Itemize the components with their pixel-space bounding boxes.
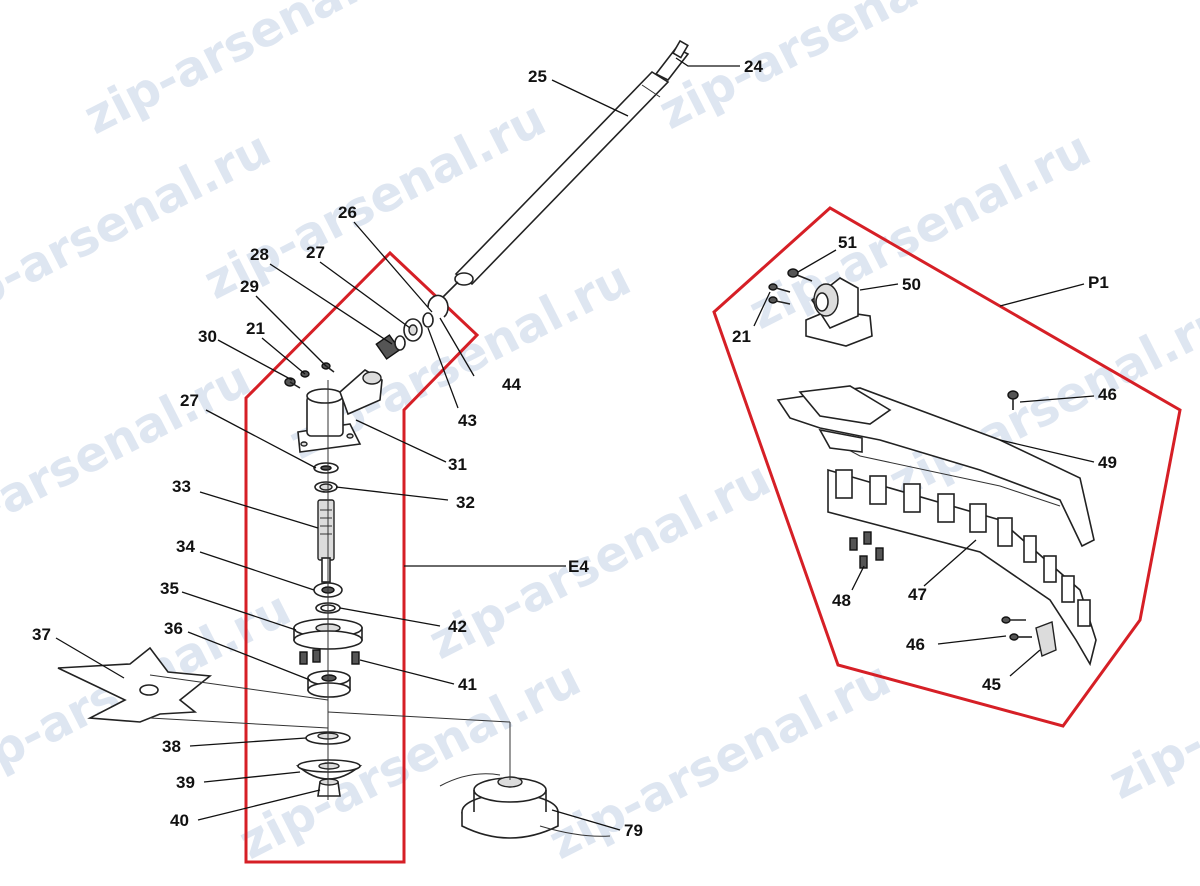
label-24: 24: [744, 57, 763, 76]
part-screws-46-bottom: [1001, 616, 1032, 641]
label-27-upper: 27: [306, 243, 325, 262]
label-51: 51: [838, 233, 857, 252]
part-screw-51: [787, 268, 813, 282]
label-43: 43: [458, 411, 477, 430]
label-21-left: 21: [246, 319, 265, 338]
part-screw-30: [284, 377, 301, 389]
label-50: 50: [902, 275, 921, 294]
part-bearing-27-lower: [313, 462, 339, 474]
label-34: 34: [176, 537, 195, 556]
label-45: 45: [982, 675, 1001, 694]
label-48: 48: [832, 591, 851, 610]
label-41: 41: [458, 675, 477, 694]
part-guard-body: [827, 468, 1097, 667]
blade-ref-line-1: [149, 674, 329, 701]
group-p1-outline: [712, 206, 1182, 728]
part-gear-housing: [297, 369, 383, 453]
label-30: 30: [198, 327, 217, 346]
label-35: 35: [160, 579, 179, 598]
watermark-9: zip-arsenal.ru: [420, 451, 780, 671]
watermark-13: zip-arsenal.ru: [230, 651, 590, 871]
label-26: 26: [338, 203, 357, 222]
part-screws-41: [299, 649, 360, 665]
label-79: 79: [624, 821, 643, 840]
part-trimmer-blade: [57, 646, 213, 723]
watermark-5: zip-arsenal.ru: [740, 121, 1100, 341]
label-49: 49: [1098, 453, 1117, 472]
label-27-lower: 27: [180, 391, 199, 410]
part-screws-21-right: [768, 283, 791, 305]
label-42: 42: [448, 617, 467, 636]
part-ring-32: [314, 481, 338, 493]
watermark-3: zip-arsenal.ru: [0, 121, 280, 341]
part-screws-48: [849, 531, 884, 569]
label-37: 37: [32, 625, 51, 644]
part-drive-shaft-end: [441, 39, 690, 299]
part-circlip: [427, 294, 449, 318]
label-47: 47: [908, 585, 927, 604]
watermark-6: zip-arsenal.ru: [0, 351, 260, 571]
label-36: 36: [164, 619, 183, 638]
label-46-top: 46: [1098, 385, 1117, 404]
part-screw-46-top: [1007, 390, 1019, 410]
part-bearing-upper: [403, 318, 423, 342]
label-39: 39: [176, 773, 195, 792]
label-32: 32: [456, 493, 475, 512]
group-e4-outline: [244, 250, 480, 864]
label-p1: P1: [1088, 273, 1109, 292]
watermark-2: zip-arsenal.ru: [650, 0, 1010, 141]
label-29: 29: [240, 277, 259, 296]
blade-ref-line-2: [149, 717, 329, 729]
part-guard-clamp: [805, 277, 873, 347]
watermark-12: zip-arsenal.ru: [1100, 591, 1200, 811]
part-output-shaft: [317, 499, 335, 583]
watermark-11: zip-arsenal.ru: [540, 651, 900, 871]
label-e4: E4: [568, 557, 589, 576]
label-25: 25: [528, 67, 547, 86]
label-31: 31: [448, 455, 467, 474]
part-drive-gear: [375, 334, 406, 360]
label-44: 44: [502, 375, 521, 394]
callout-labels: 24 25 26 27 28 29 30 21 44 43 31 27 32 3…: [32, 57, 1117, 840]
part-drive-tube: [454, 70, 670, 286]
label-40: 40: [170, 811, 189, 830]
label-38: 38: [162, 737, 181, 756]
head-ref-line: [327, 711, 511, 723]
label-33: 33: [172, 477, 191, 496]
part-bearing-36: [307, 670, 351, 698]
part-guard-plate: [776, 385, 1095, 548]
leader-lines: [55, 57, 1095, 831]
part-spacer-ring: [422, 312, 434, 328]
part-nut-40: [317, 778, 341, 797]
label-21-right: 21: [732, 327, 751, 346]
part-line-cutter: [1035, 621, 1057, 657]
label-28: 28: [250, 245, 269, 264]
label-46-bottom: 46: [906, 635, 925, 654]
